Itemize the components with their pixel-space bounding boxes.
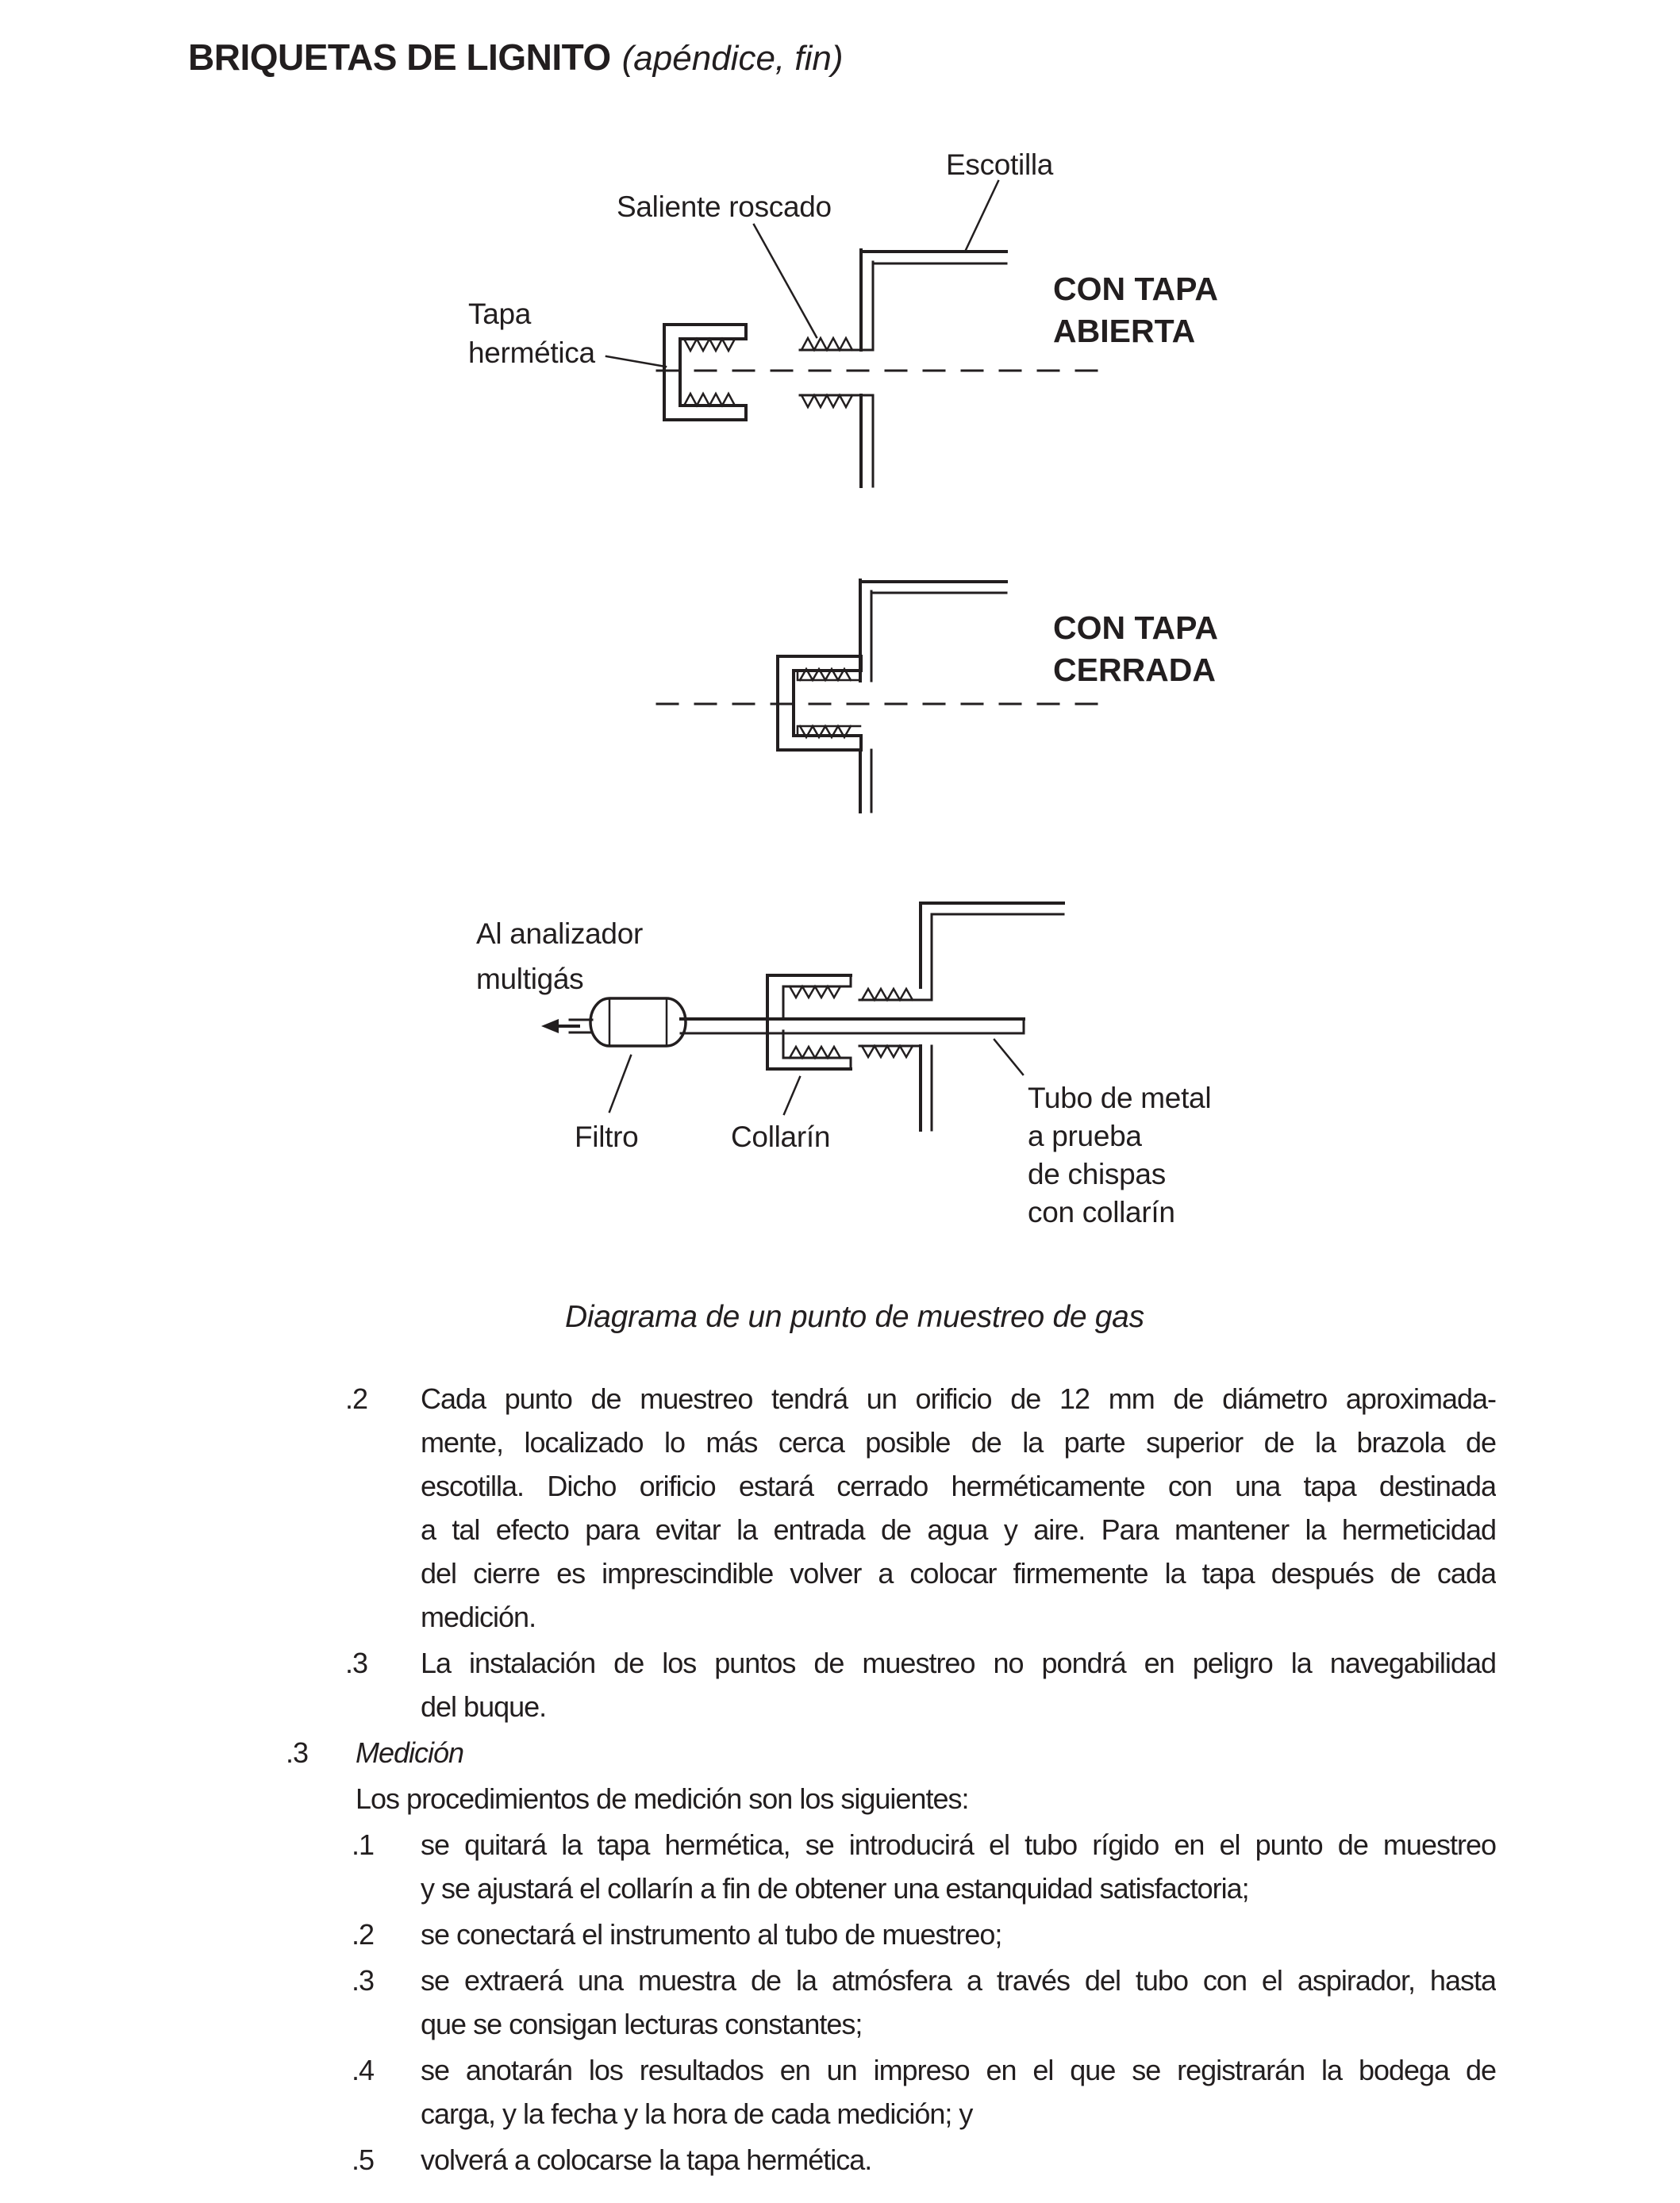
- collar-thread-bottom: [788, 1044, 842, 1060]
- item-marker: .4: [352, 2054, 375, 2086]
- list-item-p3: .3 La instalación de los puntos de muest…: [345, 1641, 1496, 1728]
- cerrada-label-line2: CERRADA: [1053, 652, 1216, 688]
- tubo-leader-line: [993, 1038, 1025, 1076]
- item-text: La instalación de los puntos de muestreo…: [421, 1641, 1496, 1728]
- tubo-label-line1: Tubo de metal: [1028, 1082, 1212, 1114]
- thread-zigzag-lower: [800, 393, 854, 409]
- item-marker: .3: [345, 1647, 368, 1679]
- paragraph-line: se extraerá una muestra de la atmósfera …: [421, 1964, 1496, 1997]
- cap-thread-bottom: [682, 391, 736, 408]
- figure-caption: Diagrama de un punto de muestreo de gas: [565, 1300, 1144, 1334]
- list-item-s1: .1 se quitará la tapa hermética, se intr…: [352, 1823, 1496, 1910]
- escotilla-leader-line: [964, 179, 1000, 252]
- abierta-label-line2: ABIERTA: [1053, 313, 1196, 349]
- tapa-label-line2: hermética: [468, 336, 595, 369]
- item-text: volverá a colocarse la tapa hermética.: [421, 2138, 1496, 2182]
- abierta-label-line1: CON TAPA: [1053, 271, 1219, 307]
- gas-sampling-diagram: [541, 179, 1101, 1132]
- tapa-hermetica-label: Tapa hermética: [468, 294, 595, 372]
- item-text: Cada punto de muestreo tendrá un orifici…: [421, 1377, 1496, 1639]
- item-marker: .1: [352, 1828, 375, 1861]
- page-title-italic: (apéndice, fin): [621, 39, 844, 78]
- saliente-roscado-label: Saliente roscado: [617, 190, 832, 223]
- filtro-label: Filtro: [575, 1121, 639, 1153]
- procedures-intro: Los procedimientos de medición son los s…: [356, 1782, 969, 1815]
- tubo-label-line3: de chispas: [1028, 1158, 1166, 1190]
- coaming-corner-inner-3: [930, 913, 1065, 1002]
- sampling-view-drawing: [541, 902, 1065, 1132]
- paragraph-line: del cierre es imprescindible volver a co…: [421, 1557, 1496, 1590]
- paragraph-line: del buque.: [421, 1690, 547, 1723]
- paragraph-line: se anotarán los resultados en un impreso…: [421, 2054, 1496, 2086]
- escotilla-label: Escotilla: [946, 148, 1054, 181]
- thread-zigzag-lower-2: [798, 724, 852, 740]
- filtro-leader-line: [608, 1054, 632, 1113]
- body-text: .2 Cada punto de muestreo tendrá un orif…: [286, 1377, 1496, 2184]
- collar-bottom-flange: [782, 1029, 852, 1071]
- paragraph-line: mente, localizado lo más cerca posible d…: [421, 1426, 1496, 1459]
- saliente-leader-line: [752, 223, 818, 339]
- item-marker: .2: [352, 1918, 375, 1951]
- con-tapa-abierta-label: CON TAPA ABIERTA: [1053, 268, 1218, 352]
- paragraph-line: carga, y la fecha y la hora de cada medi…: [421, 2097, 973, 2130]
- tubo-label-line4: con collarín: [1028, 1196, 1175, 1228]
- list-item-s3: .3 se extraerá una muestra de la atmósfe…: [352, 1959, 1496, 2046]
- cerrada-label-line1: CON TAPA: [1053, 609, 1219, 646]
- tapa-leader-line: [605, 355, 667, 368]
- item-text: se conectará el instrumento al tubo de m…: [421, 1913, 1496, 1956]
- item-text: se extraerá una muestra de la atmósfera …: [421, 1959, 1496, 2046]
- filter-body: [589, 997, 687, 1048]
- list-item-s2: .2 se conectará el instrumento al tubo d…: [352, 1913, 1496, 1956]
- paragraph-line: escotilla. Dicho orificio estará cerrado…: [421, 1470, 1496, 1502]
- analizador-label-line2: multigás: [476, 963, 584, 995]
- analizador-label: Al analizador multigás: [476, 911, 643, 1002]
- flow-arrow-head: [541, 1019, 559, 1033]
- list-item-s4: .4 se anotarán los resultados en un impr…: [352, 2048, 1496, 2136]
- item-marker: .2: [345, 1382, 368, 1415]
- cap-outline: [663, 323, 748, 421]
- con-tapa-cerrada-label: CON TAPA CERRADA: [1053, 607, 1218, 691]
- collar-thread-top: [788, 984, 842, 1000]
- paragraph-line: y se ajustará el collarín a fin de obten…: [421, 1872, 1250, 1905]
- paragraph-line: La instalación de los puntos de muestreo…: [421, 1647, 1496, 1679]
- section-heading-medicion: .3 Medición: [286, 1731, 1496, 1774]
- collarin-label: Collarín: [731, 1121, 831, 1153]
- closed-view-drawing: [655, 579, 1101, 813]
- collarin-leader-line: [782, 1075, 802, 1116]
- coaming-thread-zigzag-upper-3: [860, 986, 914, 1002]
- thread-zigzag-upper: [800, 336, 854, 352]
- page-title-bold: BRIQUETAS DE LIGNITO: [188, 37, 611, 78]
- tubo-label-line2: a prueba: [1028, 1120, 1142, 1152]
- coaming-thread-zigzag-lower-3: [860, 1044, 914, 1059]
- item-marker: .5: [352, 2143, 375, 2176]
- cap-closed-outline: [776, 655, 863, 752]
- paragraph-line: que se consigan lecturas constantes;: [421, 2008, 863, 2040]
- paragraph-line: a tal efecto para evitar la entrada de a…: [421, 1513, 1496, 1546]
- list-item-s5: .5 volverá a colocarse la tapa hermética…: [352, 2138, 1496, 2182]
- list-item-p2: .2 Cada punto de muestreo tendrá un orif…: [345, 1377, 1496, 1639]
- item-text: se quitará la tapa hermética, se introdu…: [421, 1823, 1496, 1910]
- paragraph-line: medición.: [421, 1601, 536, 1633]
- open-view-drawing: [605, 179, 1101, 488]
- paragraph-line: volverá a colocarse la tapa hermética.: [421, 2143, 872, 2176]
- cap-thread-top: [682, 336, 736, 353]
- paragraph-line: se conectará el instrumento al tubo de m…: [421, 1918, 1002, 1951]
- tapa-label-line1: Tapa: [468, 298, 532, 330]
- paragraph-line: Cada punto de muestreo tendrá un orifici…: [421, 1382, 1496, 1415]
- collar-top-flange: [782, 974, 852, 1018]
- item-marker: .3: [286, 1736, 309, 1769]
- thread-zigzag-upper-2: [798, 667, 852, 682]
- page-title: BRIQUETAS DE LIGNITO (apéndice, fin): [188, 36, 843, 79]
- coaming-corner-outer-3: [919, 902, 1065, 989]
- paragraph-line: se quitará la tapa hermética, se introdu…: [421, 1828, 1496, 1861]
- collar-outline: [766, 974, 852, 1071]
- section-heading-text: Medición: [356, 1736, 464, 1769]
- analizador-label-line1: Al analizador: [476, 917, 644, 950]
- item-marker: .3: [352, 1964, 375, 1997]
- item-text: se anotarán los resultados en un impreso…: [421, 2048, 1496, 2136]
- tubo-label: Tubo de metal a prueba de chispas con co…: [1028, 1079, 1212, 1232]
